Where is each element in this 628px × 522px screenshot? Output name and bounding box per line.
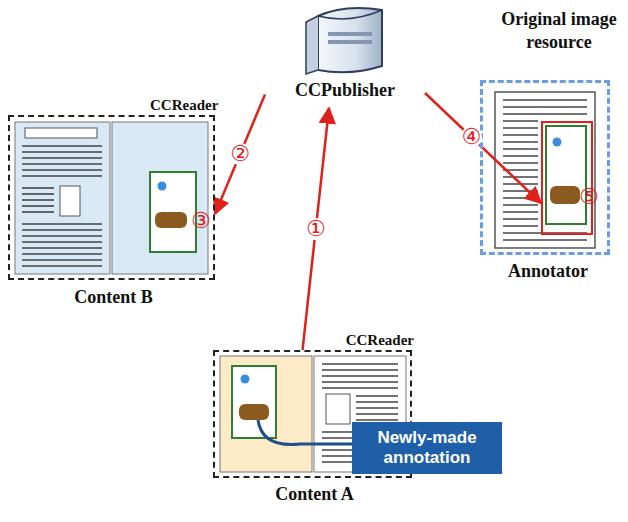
flow-arrow [215,95,265,215]
caption-label: Content A [215,484,414,505]
annotator-frame: AnnotatorOriginal image resource [480,80,610,255]
flow-arrow [303,108,329,350]
callout-number: ① [305,218,327,240]
callout-number: ③ [190,210,212,232]
caption-label: CCPublisher [265,80,425,101]
callout-number: ⑤ [578,186,600,208]
document-page [495,92,595,248]
flow-arrow [425,93,541,203]
server-node: CCPublisher [265,78,425,108]
reader-pages [15,122,208,274]
reader-label: CCReader [345,332,414,349]
callout-number: ② [229,143,251,165]
server-icon [306,8,382,74]
image-resource-box: Original image resource [541,121,593,235]
annotation-text: Newly-made annotation [358,428,496,469]
callout-number: ④ [461,126,483,148]
caption-label: Annotator [483,261,613,282]
annotation-box: Newly-made annotation [352,422,502,474]
reader-frame: CCReaderContent ANewly-made annotation [213,350,412,478]
caption-label: Content B [10,287,217,308]
reader-label: CCReader [150,97,217,114]
caption-label: Original image resource [494,8,624,53]
reader-frame: CCReaderContent B [8,115,215,280]
